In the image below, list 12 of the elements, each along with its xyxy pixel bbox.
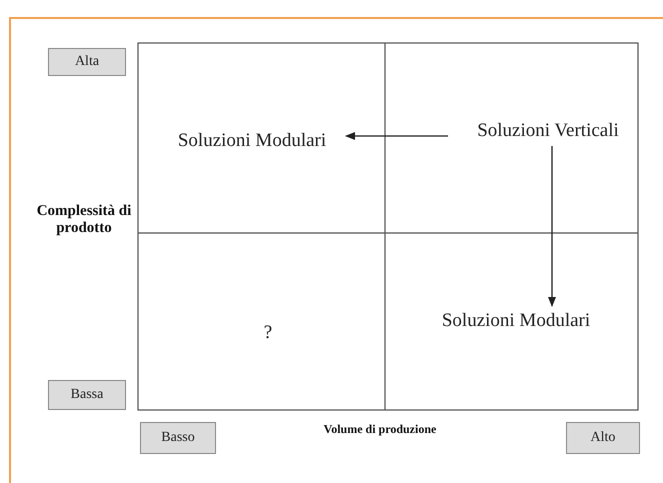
level-tag: Alta	[48, 48, 126, 76]
level-tag: Bassa	[48, 380, 126, 410]
quadrant-text: ?	[258, 318, 278, 348]
quadrant-text: Soluzioni Modulari	[412, 306, 620, 336]
axis-title: Volume di produzione	[322, 422, 438, 437]
level-tag: Basso	[140, 422, 216, 454]
level-tag: Alto	[566, 422, 640, 454]
arrow	[548, 146, 556, 307]
axis-title: Complessità di prodotto	[36, 203, 132, 237]
arrow	[345, 132, 448, 140]
quadrant-text: Soluzioni Verticali	[448, 116, 648, 146]
quadrant-text: Soluzioni Modulari	[158, 126, 346, 156]
